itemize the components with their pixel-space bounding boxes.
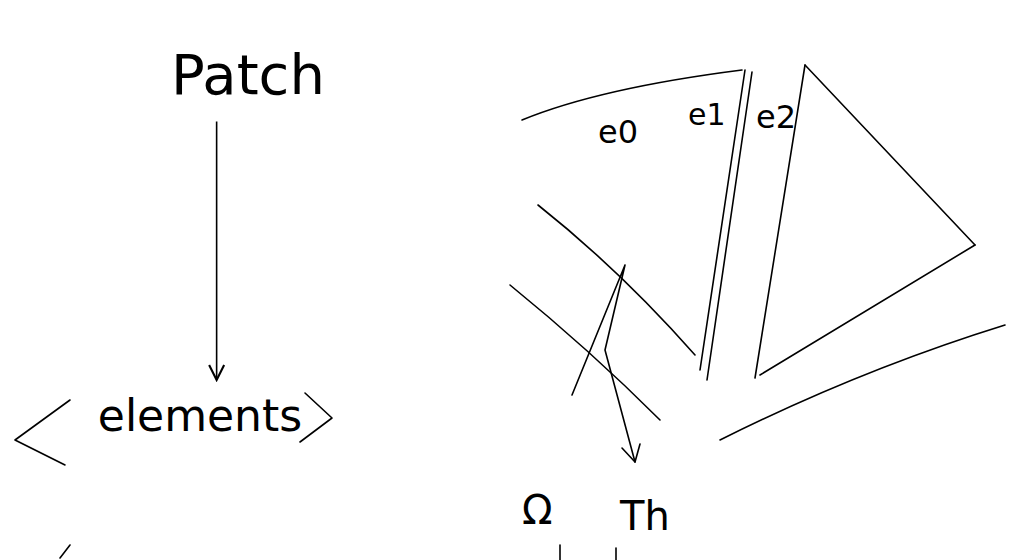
sketch-label: e0 [598,115,638,150]
mesh-edge [538,205,695,355]
pointer-arrow [572,265,635,462]
node-text: Patch [171,44,325,106]
sketch-label: Th [620,494,670,538]
sketch-label: Ω [522,488,553,532]
stroke [615,548,617,560]
angle-bracket [15,400,70,465]
mesh-edge [805,65,975,245]
mesh-edge [755,65,805,378]
node-text: elements [98,392,302,440]
angle-bracket [300,393,332,442]
arrow-head [622,444,640,462]
stroke [559,545,561,560]
mesh-edge [720,325,1005,440]
mesh-edge [760,245,975,375]
sketch-label: e1 [688,98,726,131]
stroke [60,545,70,558]
mesh-edge [510,285,660,420]
text-node: elements [90,388,310,444]
sketch-label: e2 [756,100,796,135]
text-node: Patch [163,40,333,110]
flow-arrow [216,122,218,380]
